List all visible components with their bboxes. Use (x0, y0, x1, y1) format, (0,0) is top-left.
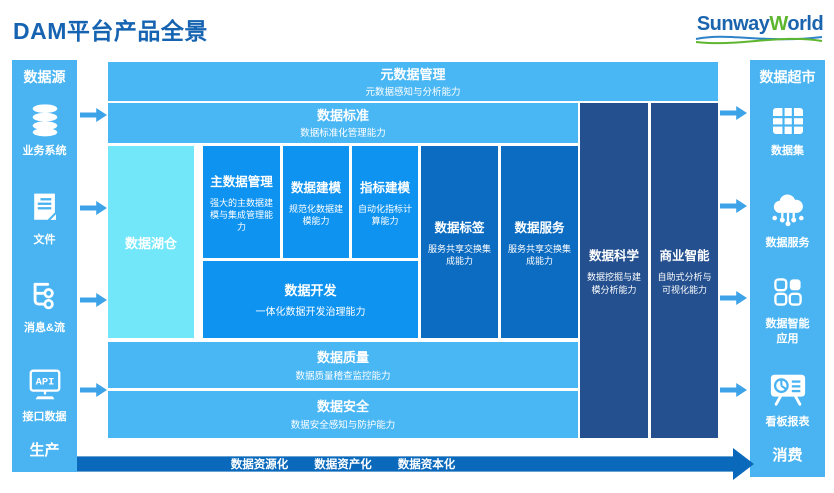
sunwayworld-logo: SunwayWorld (694, 14, 826, 46)
cloud-service-icon (771, 194, 804, 227)
left-flow-arrow-icon (80, 382, 107, 398)
database-icon (32, 104, 57, 137)
box-metadata-management: 元数据管理 元数据感知与分析能力 (108, 62, 718, 101)
right-flow-arrow-icon (720, 105, 747, 121)
stream-icon (33, 283, 54, 310)
api-icon: API (29, 369, 60, 400)
box-subtitle: 一体化数据开发治理能力 (255, 306, 366, 318)
box-data-development: 数据开发 一体化数据开发治理能力 (203, 261, 418, 338)
box-title: 数据质量 (316, 349, 369, 365)
box-title: 数据建模 (290, 180, 341, 195)
box-subtitle: 数据标准化管理能力 (300, 128, 386, 140)
value-flow-arrow: 数据资源化 数据资产化 数据资本化 (77, 448, 754, 480)
right-flow-arrow-icon (720, 382, 747, 398)
box-subtitle: 自助式分析与可视化能力 (657, 272, 712, 295)
sidebar-item-data-intelligence-apps: 数据智能应用 (750, 266, 825, 355)
box-business-intelligence: 商业智能 自助式分析与可视化能力 (651, 103, 718, 438)
value-flow-label-assetization: 数据资产化 (314, 459, 372, 471)
box-subtitle: 数据质量稽查监控能力 (295, 370, 391, 382)
box-title: 数据标签 (434, 220, 485, 235)
logo-text-green: W (769, 13, 788, 35)
box-subtitle: 自动化指标计算能力 (357, 203, 412, 226)
dashboard-board-icon (770, 374, 805, 406)
box-title: 数据开发 (284, 282, 337, 298)
box-title: 数据湖仓 (124, 235, 177, 251)
left-flow-arrow-icon (80, 292, 107, 308)
box-indicator-modeling: 指标建模 自动化指标计算能力 (352, 146, 418, 258)
value-flow-labels: 数据资源化 数据资产化 数据资本化 (108, 448, 578, 480)
sidebar-item-label: 业务系统 (22, 145, 67, 158)
sidebar-right-header: 数据超市 (759, 69, 816, 85)
box-title: 主数据管理 (210, 174, 273, 189)
dataset-grid-icon (772, 107, 803, 134)
box-subtitle: 服务共享交换集成能力 (427, 243, 491, 266)
sidebar-left-header: 数据源 (23, 69, 66, 85)
box-subtitle: 服务共享交换集成能力 (507, 243, 571, 266)
sidebar-item-label: 数据智能应用 (765, 318, 810, 345)
api-icon-text: API (35, 377, 54, 389)
left-flow-arrow-icon (80, 107, 107, 123)
box-subtitle: 元数据感知与分析能力 (365, 86, 461, 98)
box-master-data-management: 主数据管理 强大的主数据建模与集成管理能力 (203, 146, 280, 258)
box-title: 数据安全 (316, 399, 369, 415)
logo-wave (695, 35, 823, 45)
sidebar-right-footer: 消费 (772, 447, 803, 464)
box-subtitle: 数据安全感知与防护能力 (290, 420, 396, 432)
right-flow-arrow-icon (720, 198, 747, 214)
box-data-security: 数据安全 数据安全感知与防护能力 (108, 391, 578, 438)
sidebar-item-dashboard-reports: 看板报表 (750, 355, 825, 444)
sidebar-item-files: 文件 (12, 175, 77, 263)
box-title: 数据科学 (588, 249, 639, 264)
box-data-quality: 数据质量 数据质量稽查监控能力 (108, 342, 578, 388)
logo-text-blue1: Sunway (696, 13, 770, 35)
box-data-services: 数据服务 服务共享交换集成能力 (501, 146, 578, 338)
box-data-lakehouse: 数据湖仓 (108, 146, 194, 338)
sidebar-item-label: 文件 (33, 234, 56, 247)
sidebar-item-api-data: API 接口数据 (12, 351, 77, 439)
sidebar-item-label: 消息&流 (24, 322, 65, 335)
sidebar-item-label: 数据服务 (765, 237, 810, 250)
box-subtitle: 规范化数据建模能力 (288, 203, 343, 226)
logo-text: SunwayWorld (694, 14, 826, 34)
sidebar-item-datasets: 数据集 (750, 87, 825, 176)
sidebar-data-sources: 数据源 业务系统 文件 (12, 60, 77, 472)
sidebar-item-label: 看板报表 (765, 415, 810, 428)
sidebar-item-label: 数据集 (771, 144, 804, 157)
sidebar-item-label: 接口数据 (22, 411, 67, 424)
left-flow-arrow-icon (80, 200, 107, 216)
sidebar-item-messages-streams: 消息&流 (12, 263, 77, 351)
box-title: 指标建模 (359, 180, 410, 195)
sidebar-left-footer: 生产 (29, 442, 60, 459)
box-subtitle: 强大的主数据建模与集成管理能力 (209, 197, 273, 233)
logo-text-blue2: orld (787, 13, 824, 35)
box-data-standards: 数据标准 数据标准化管理能力 (108, 103, 578, 143)
value-flow-label-resourcification: 数据资源化 (230, 459, 289, 471)
box-data-science: 数据科学 数据挖掘与建模分析能力 (580, 103, 648, 438)
box-title: 数据服务 (514, 220, 565, 235)
file-icon (33, 193, 57, 222)
box-data-tags: 数据标签 服务共享交换集成能力 (421, 146, 498, 338)
page-title: DAM平台产品全景 (13, 18, 208, 44)
apps-icon (773, 278, 802, 307)
box-data-modeling: 数据建模 规范化数据建模能力 (283, 146, 349, 258)
box-title: 数据标准 (316, 108, 369, 124)
sidebar-item-data-services: 数据服务 (750, 176, 825, 265)
value-flow-label-capitalization: 数据资本化 (397, 459, 456, 471)
right-flow-arrow-icon (720, 290, 747, 306)
box-subtitle: 数据挖掘与建模分析能力 (586, 272, 641, 295)
sidebar-item-business-systems: 业务系统 (12, 87, 77, 175)
sidebar-data-mart: 数据超市 数据集 数据服务 (750, 60, 825, 477)
box-title: 商业智能 (659, 249, 710, 264)
box-title: 元数据管理 (380, 66, 446, 82)
